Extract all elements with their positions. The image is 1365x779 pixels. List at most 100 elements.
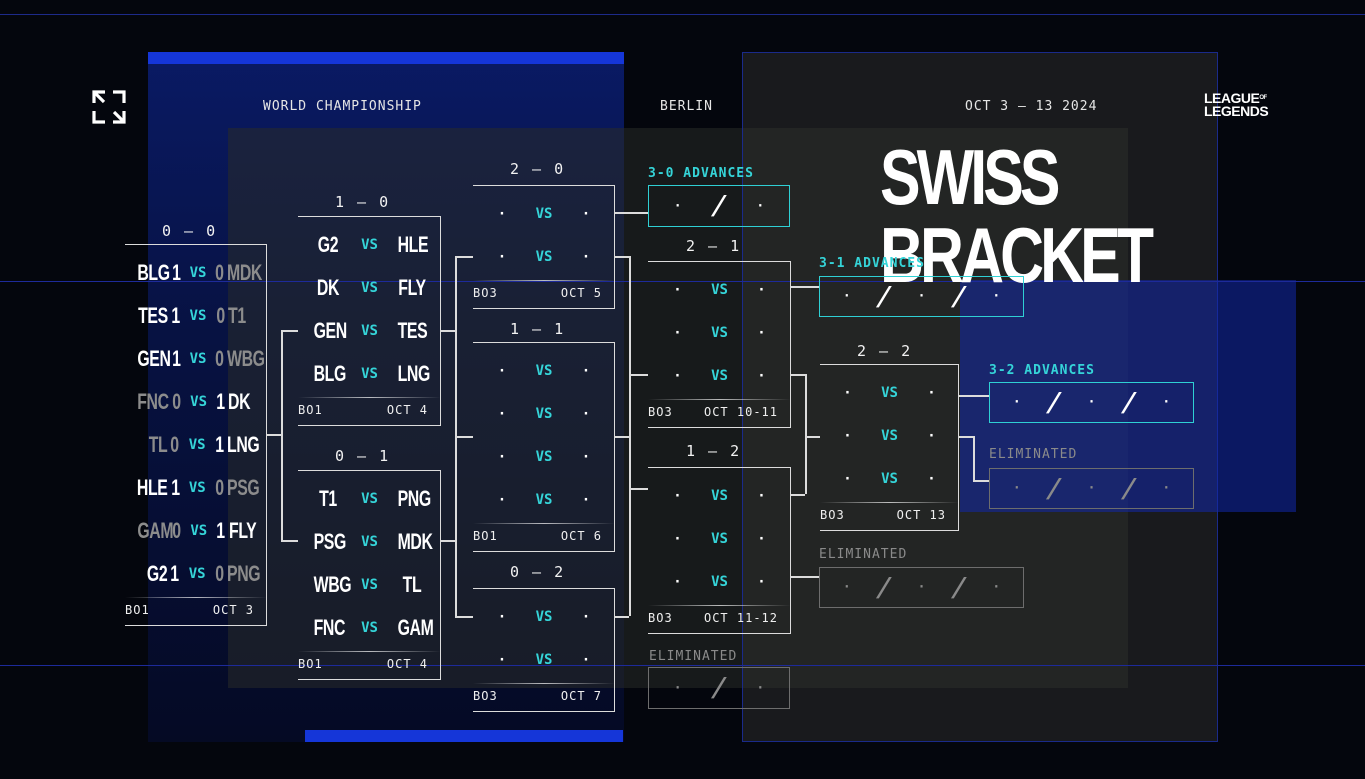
round-format: BO1 xyxy=(473,529,498,543)
match-row[interactable]: ·VS· xyxy=(820,459,959,498)
slot-left: · xyxy=(673,487,682,504)
adv31-box: ·/·/· xyxy=(819,276,1024,317)
vs-label: VS xyxy=(711,530,728,547)
match-row[interactable]: ·VS· xyxy=(820,373,959,412)
bg-panel-blue-bottom xyxy=(305,730,623,742)
slot-left: · xyxy=(497,362,507,379)
slot-right: · xyxy=(581,405,591,422)
slot-right: · xyxy=(757,530,766,547)
match-row[interactable]: ·VS· xyxy=(473,597,615,636)
round-date: OCT 13 xyxy=(896,508,946,522)
connector-line xyxy=(615,436,629,438)
league-of-legends-logo: LEAGUEOF LEGENDS xyxy=(1204,90,1269,119)
bg-hline-low xyxy=(0,665,1365,666)
team-right: DK xyxy=(228,388,251,414)
match-row[interactable]: ·VS· xyxy=(473,640,615,679)
team-right: MDK xyxy=(397,528,433,554)
connector-line xyxy=(629,374,631,436)
bg-hline-mid xyxy=(0,281,1365,282)
team-slot: · xyxy=(917,580,926,595)
team-right: TES xyxy=(397,317,427,343)
team-right: FLY xyxy=(228,517,257,543)
team-right: WBG xyxy=(227,345,265,371)
round-separator xyxy=(648,399,791,400)
slot-left: · xyxy=(497,248,507,265)
match-row[interactable]: ·VS· xyxy=(473,351,615,390)
slot-right: · xyxy=(927,384,936,401)
connector-line xyxy=(805,374,807,494)
slot-divider: / xyxy=(709,673,729,703)
vs-label: VS xyxy=(711,281,728,298)
vs-label: VS xyxy=(535,362,553,379)
slot-left: · xyxy=(497,448,507,465)
score-right: 1 xyxy=(216,517,226,543)
match-row[interactable]: ·VS· xyxy=(473,194,615,233)
match-row[interactable]: ·VS· xyxy=(648,476,791,515)
connector-line xyxy=(441,330,455,332)
vs-label: VS xyxy=(711,487,728,504)
team-slot: · xyxy=(1087,395,1096,410)
elim23-label: ELIMINATED xyxy=(989,447,1078,462)
vs-label: VS xyxy=(190,393,208,410)
team-right: PSG xyxy=(227,474,260,500)
match-row[interactable]: ·VS· xyxy=(473,394,615,433)
match-row[interactable]: ·VS· xyxy=(648,313,791,352)
expand-icon[interactable] xyxy=(92,90,126,124)
vs-label: VS xyxy=(361,619,378,636)
vs-label: VS xyxy=(535,491,553,508)
adv31-label: 3-1 ADVANCES xyxy=(819,256,925,271)
connector-line xyxy=(455,616,473,618)
vs-label: VS xyxy=(190,522,208,539)
team-left: DK xyxy=(316,274,339,300)
match-row[interactable]: · VS · xyxy=(473,437,615,476)
match-row[interactable]: ·VS· xyxy=(820,416,959,455)
team-left: BLG xyxy=(313,360,346,386)
match-row[interactable]: ·VS· xyxy=(473,480,615,519)
vs-label: VS xyxy=(361,490,378,507)
match-row[interactable]: ·VS· xyxy=(648,270,791,309)
score-left: 0 xyxy=(172,388,181,414)
slot-right: · xyxy=(581,448,591,465)
match-row[interactable]: ·VS· xyxy=(473,237,615,276)
round-format: BO1 xyxy=(298,657,323,671)
score-right: 1 xyxy=(216,388,226,414)
team-slot: · xyxy=(756,198,765,214)
round-format: BO1 xyxy=(125,603,150,617)
vs-label: VS xyxy=(361,236,378,253)
match-row[interactable]: · VS · xyxy=(648,519,791,558)
team-slot: · xyxy=(917,289,926,304)
match-row[interactable]: ·VS· xyxy=(648,356,791,395)
vs-label: VS xyxy=(361,322,378,339)
team-left: T1 xyxy=(318,485,337,511)
adv32-box: ·/·/· xyxy=(989,382,1194,423)
match-row[interactable]: ·VS· xyxy=(648,562,791,601)
vs-label: VS xyxy=(535,205,553,222)
connector-line xyxy=(629,488,631,616)
slot-right: · xyxy=(581,205,591,222)
team-slot: · xyxy=(842,580,851,595)
slot-left: · xyxy=(673,530,682,547)
score-left: 0 xyxy=(172,517,182,543)
vs-label: VS xyxy=(535,448,553,465)
round-separator xyxy=(473,523,615,524)
slot-divider: / xyxy=(1044,387,1065,418)
